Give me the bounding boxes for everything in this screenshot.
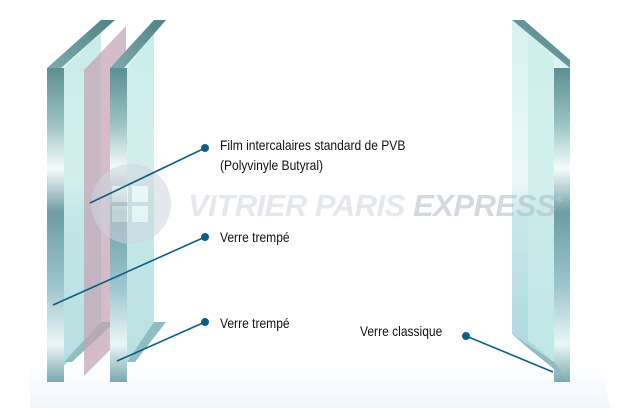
callout-dot-tempered-1 xyxy=(201,233,210,242)
callout-dot-pvb xyxy=(201,144,210,153)
floor-shadow xyxy=(30,358,610,408)
watermark-logo-icon xyxy=(91,164,171,244)
label-classic-glass: Verre classique xyxy=(360,323,443,339)
callout-dot-tempered-2 xyxy=(201,317,210,326)
label-tempered-glass-2: Verre trempé xyxy=(220,315,290,331)
watermark-emphasis: EXPRESS xyxy=(412,188,556,223)
callout-line-tempered-2 xyxy=(116,321,206,362)
label-pvb-film-detail: (Polyvinyle Butyral) xyxy=(220,157,324,173)
watermark-text: VITRIER PARIS EXPRESS® xyxy=(188,188,563,224)
watermark-name: VITRIER PARIS xyxy=(188,188,405,223)
callout-dot-classic xyxy=(461,331,470,340)
classic-glass-pane xyxy=(512,20,570,382)
label-pvb-film: Film intercalaires standard de PVB xyxy=(220,137,406,153)
callout-line-pvb xyxy=(89,147,206,204)
callout-line-classic xyxy=(465,335,554,373)
tempered-glass-pane-front xyxy=(110,20,166,382)
callout-line-tempered-1 xyxy=(52,236,206,306)
watermark-registered-mark: ® xyxy=(555,194,563,204)
label-tempered-glass-1: Verre trempé xyxy=(220,229,290,245)
